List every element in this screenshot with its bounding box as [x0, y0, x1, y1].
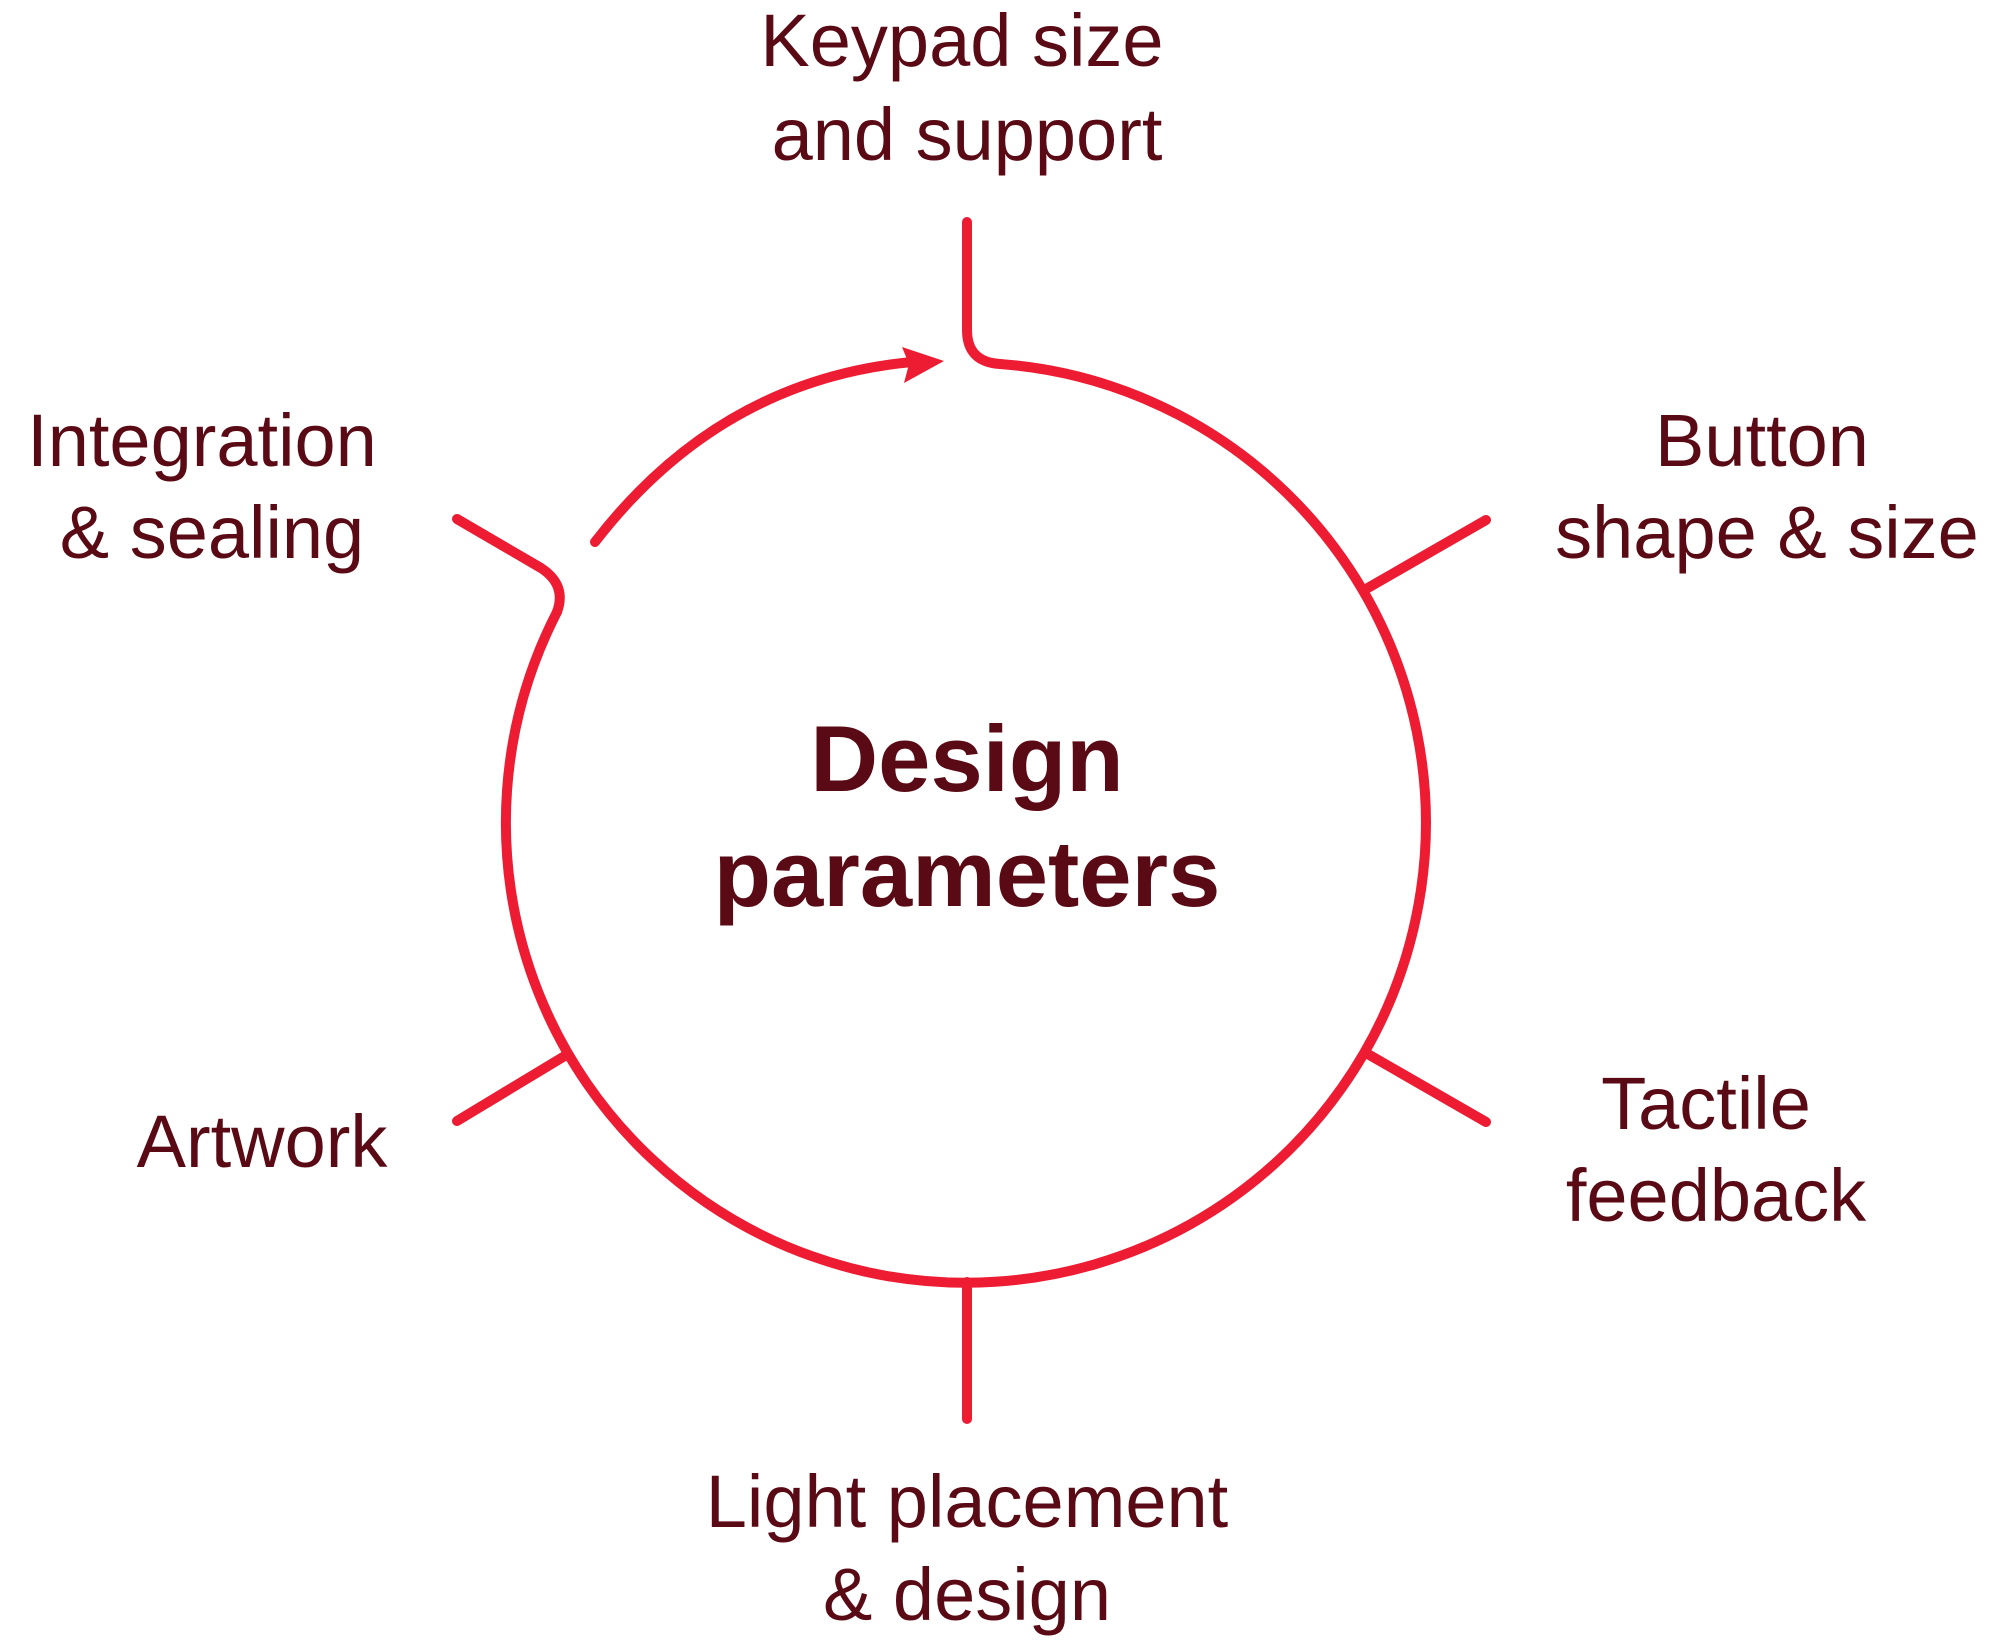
- cycle-circle: [500, 359, 1431, 1288]
- label-light-line2: & design: [823, 1553, 1111, 1636]
- label-keypad-line2: and support: [772, 93, 1163, 176]
- label-tactile-line1: Tactile: [1601, 1062, 1811, 1145]
- label-integration-line2: & sealing: [60, 491, 364, 574]
- label-button-line1: Button: [1655, 399, 1869, 482]
- spoke-tactile: [1361, 1048, 1491, 1127]
- spoke-integration: [452, 514, 565, 617]
- label-artwork: Artwork: [137, 1100, 389, 1183]
- label-light-line1: Light placement: [706, 1460, 1229, 1543]
- spoke-button: [1361, 515, 1491, 594]
- label-tactile-line2: feedback: [1566, 1154, 1867, 1237]
- spoke-keypad: [962, 217, 1005, 369]
- spoke-artwork: [452, 1049, 573, 1126]
- center-title-line2: parameters: [714, 821, 1221, 926]
- cycle-arrow-arc: [590, 357, 917, 547]
- center-title-line1: Design: [810, 706, 1123, 811]
- label-keypad-line1: Keypad size: [760, 0, 1163, 82]
- label-integration-line1: Integration: [27, 399, 377, 482]
- label-button-line2: shape & size: [1555, 491, 1979, 574]
- arrowhead-icon: [902, 347, 944, 383]
